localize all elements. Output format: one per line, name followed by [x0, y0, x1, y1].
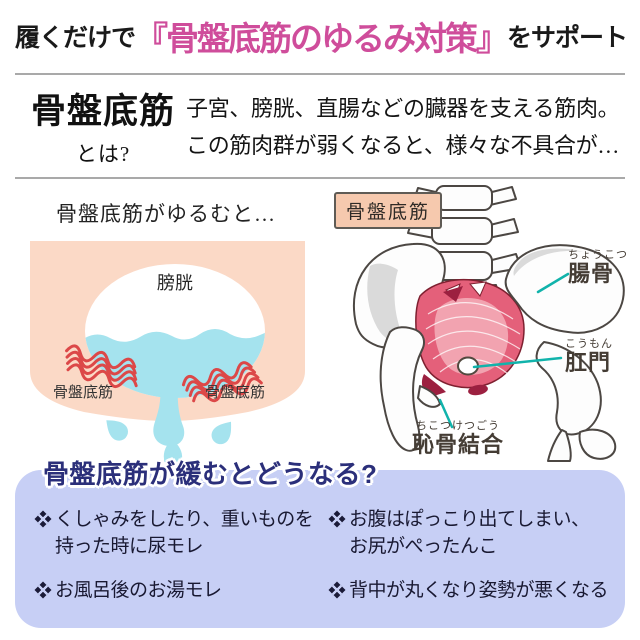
iliac-bone-right — [504, 244, 625, 334]
bladder-label: 膀胱 — [157, 273, 193, 293]
anus-label: こうもん 肛門 — [565, 339, 613, 374]
callout-lines — [438, 272, 570, 429]
effects-columns: くしゃみをしたり、重いものを 持った時に尿モレ お風呂後のお湯モレ お腹はぽっこ… — [15, 470, 625, 604]
effects-panel: 骨盤底筋が緩むとどうなる? くしゃみをしたり、重いものを 持った時に尿モレ お風… — [15, 459, 625, 628]
urine-droplet-right — [207, 416, 239, 448]
anus-callout-line — [472, 356, 563, 369]
ilium-label: ちょうこつ 腸骨 — [568, 250, 628, 285]
effects-column-right: お腹はぽっこり出てしまい、 お尻がぺったんこ 背中が丸くなり姿勢が悪くなる — [328, 506, 613, 604]
iliac-bone-left — [352, 242, 446, 349]
anatomy-tag: 骨盤底筋 — [334, 192, 443, 229]
bladder-illustration: 膀胱 骨盤底筋 骨盤底筋 — [30, 241, 305, 468]
bladder-figure-title: 骨盤底筋がゆるむと… — [56, 202, 276, 226]
definition-term-suffix: とは? — [75, 142, 131, 166]
ilium-furigana: ちょうこつ — [568, 249, 628, 261]
definition-section: 骨盤底筋 とは? 子宮、膀胱、直腸などの臓器を支える筋肉。 この筋肉群が弱くなる… — [28, 90, 628, 168]
definition-term-block: 骨盤底筋 とは? — [28, 90, 178, 168]
diamond-bullet-icon — [34, 510, 52, 528]
headline-highlight: 『骨盤底筋のゆるみ対策』 — [135, 22, 509, 58]
headline: 履くだけで 『骨盤底筋のゆるみ対策』 をサポート — [15, 12, 628, 60]
diamond-bullet-icon — [34, 581, 52, 599]
definition-term: 骨盤底筋 — [30, 92, 175, 131]
headline-prefix: 履くだけで — [15, 25, 136, 52]
definition-line1: 子宮、膀胱、直腸などの臓器を支える筋肉。 — [186, 96, 620, 121]
list-item: お風呂後のお湯モレ — [34, 577, 319, 604]
pubic-label: ちこつけつごう 恥骨結合 — [400, 421, 516, 456]
anus-kanji: 肛門 — [565, 350, 612, 375]
definition-line2: この筋肉群が弱くなると、様々な不具合が… — [186, 133, 620, 158]
diamond-bullet-icon — [328, 581, 346, 599]
divider-top — [15, 73, 625, 75]
diamond-bullet-icon — [328, 510, 346, 528]
pubic-furigana: ちこつけつごう — [416, 420, 500, 432]
effect-text: 背中が丸くなり姿勢が悪くなる — [349, 580, 609, 601]
pelvic-floor-muscles — [415, 278, 525, 398]
pubic-callout-line — [438, 398, 454, 429]
list-item: くしゃみをしたり、重いものを 持った時に尿モレ — [34, 506, 319, 560]
urine-splash-drop — [163, 439, 183, 468]
list-item: お腹はぽっこり出てしまい、 お尻がぺったんこ — [328, 506, 613, 560]
pubic-kanji: 恥骨結合 — [411, 432, 504, 457]
effects-column-left: くしゃみをしたり、重いものを 持った時に尿モレ お風呂後のお湯モレ — [34, 506, 319, 604]
muscle-label-left: 骨盤底筋 — [53, 384, 113, 401]
divider-middle — [15, 177, 625, 179]
effect-text: お腹はぽっこり出てしまい、 お尻がぺったんこ — [349, 509, 590, 557]
effect-text: お風呂後のお湯モレ — [55, 580, 222, 601]
definition-description: 子宮、膀胱、直腸などの臓器を支える筋肉。 この筋肉群が弱くなると、様々な不具合が… — [186, 90, 620, 168]
lower-pelvis-bones — [379, 326, 617, 462]
urine-stream-shape — [153, 385, 185, 446]
anus-furigana: こうもん — [565, 338, 613, 350]
ilium-kanji: 腸骨 — [568, 261, 615, 286]
effects-panel-title: 骨盤底筋が緩むとどうなる? — [43, 459, 378, 489]
bladder-figure: 骨盤底筋がゆるむと… 膀胱 骨盤底筋 — [20, 198, 312, 473]
ilium-callout-line — [536, 272, 570, 294]
list-item: 背中が丸くなり姿勢が悪くなる — [328, 577, 613, 604]
effect-text: くしゃみをしたり、重いものを 持った時に尿モレ — [55, 509, 314, 557]
muscle-label-right: 骨盤底筋 — [205, 384, 265, 401]
anatomy-figure: 骨盤底筋 ちょうこつ 腸骨 こうもん 肛門 ちこつけつごう 恥骨結合 — [328, 184, 640, 462]
headline-suffix: をサポート — [507, 25, 628, 52]
